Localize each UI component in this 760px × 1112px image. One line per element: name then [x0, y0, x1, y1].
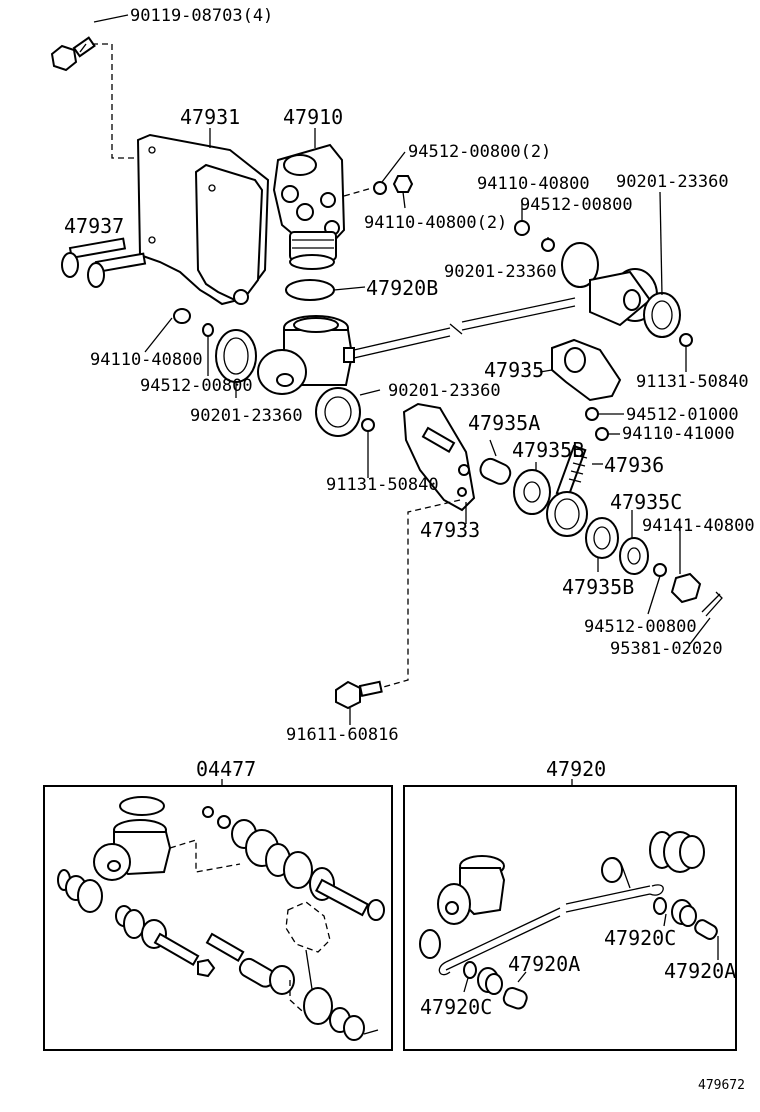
cotter-pin-icon — [701, 591, 723, 617]
kit-47920-box — [403, 785, 737, 1051]
kit-47920-parts-icon — [419, 831, 718, 1010]
label-47931: 47931 — [180, 105, 240, 129]
spacer-47935a-icon — [479, 457, 512, 485]
nut-icon — [392, 175, 414, 193]
label-94512-01000: 94512-01000 — [626, 405, 739, 425]
sensor-body-icon — [257, 315, 355, 395]
label-94110-c: 94110-40800 — [90, 350, 203, 370]
bolt-91611-icon — [335, 680, 383, 710]
label-47920a-right: 47920A — [664, 959, 736, 983]
kit-04477-box — [43, 785, 393, 1051]
label-91611: 91611-60816 — [286, 725, 399, 745]
label-94110-a: 94110-40800 — [477, 174, 590, 194]
label-94512-2: 94512-00800(2) — [408, 142, 551, 162]
kit-04477-parts-icon — [57, 796, 385, 1041]
rod-end-bushing-icon — [561, 242, 681, 338]
label-90201-c: 90201-23360 — [190, 406, 303, 426]
label-47935a: 47935A — [468, 411, 540, 435]
bolt-47936-icon — [546, 444, 588, 537]
label-47920c-lower: 47920C — [420, 995, 492, 1019]
nut-94141-icon — [670, 572, 702, 604]
kit-47920-title: 47920 — [546, 757, 606, 781]
label-90201-d: 90201-23360 — [388, 381, 501, 401]
valve-47910-icon — [272, 143, 346, 270]
label-47937: 47937 — [64, 214, 124, 238]
bolts-47937-icon — [61, 237, 147, 288]
label-94512-b: 94512-00800 — [520, 195, 633, 215]
label-90201-a: 90201-23360 — [616, 172, 729, 192]
label-47920a-center: 47920A — [508, 952, 580, 976]
label-95381: 95381-02020 — [610, 639, 723, 659]
ring-47920b-icon — [285, 279, 335, 301]
label-47936: 47936 — [604, 453, 664, 477]
label-94141: 94141-40800 — [642, 516, 755, 536]
washer-icon — [373, 181, 387, 195]
label-94110-41000: 94110-41000 — [622, 424, 735, 444]
kit-04477-title: 04477 — [196, 757, 256, 781]
label-94512-c: 94512-00800 — [140, 376, 253, 396]
label-90201-b: 90201-23360 — [444, 262, 557, 282]
label-91131-b: 91131-50840 — [326, 475, 439, 495]
label-90119: 90119-08703(4) — [130, 6, 273, 26]
plate-47933-icon — [402, 402, 476, 512]
bracket-47935-icon — [551, 338, 622, 402]
label-47910: 47910 — [283, 105, 343, 129]
label-47935: 47935 — [484, 358, 544, 382]
label-47933: 47933 — [420, 518, 480, 542]
label-91131-a: 91131-50840 — [636, 372, 749, 392]
bracket-47931-icon — [136, 133, 270, 306]
bolt-90119-icon — [50, 36, 96, 72]
label-47935b-top: 47935B — [512, 438, 584, 462]
label-94110-2: 94110-40800(2) — [364, 213, 507, 233]
figure-number: 479672 — [698, 1078, 745, 1093]
label-47935b: 47935B — [562, 575, 634, 599]
label-47920c-upper: 47920C — [604, 926, 676, 950]
label-47920b: 47920B — [366, 276, 438, 300]
label-94512-d: 94512-00800 — [584, 617, 697, 637]
label-47935c: 47935C — [610, 490, 682, 514]
